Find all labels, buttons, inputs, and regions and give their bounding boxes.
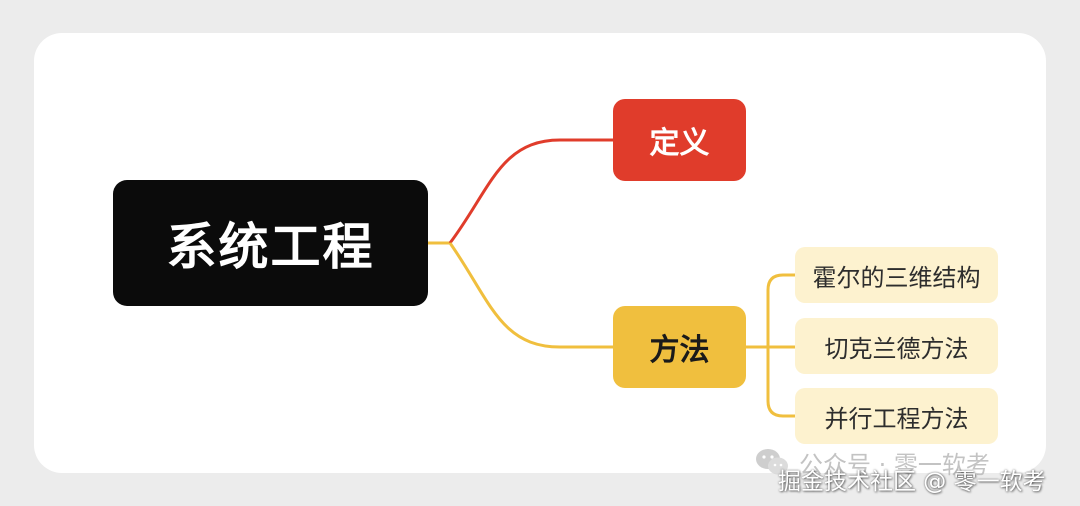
leaf-node-concurrent-engineering[interactable]: 并行工程方法 bbox=[795, 388, 998, 444]
watermark-platform: 掘金技术社区 @ 零一软考 bbox=[778, 462, 1046, 496]
connector-root-to-method bbox=[448, 242, 613, 349]
root-node[interactable]: 系统工程 bbox=[113, 180, 428, 306]
leaf-node-checkland[interactable]: 切克兰德方法 bbox=[795, 318, 998, 374]
connector-method-to-leaf-1 bbox=[766, 273, 795, 347]
connector-method-to-leaf-3 bbox=[766, 347, 795, 418]
watermark-platform-text: 掘金技术社区 @ 零一软考 bbox=[778, 469, 1046, 495]
wechat-icon bbox=[756, 449, 788, 475]
connector-root-to-definition bbox=[448, 138, 613, 244]
watermark-account: 公众号 · 零一软考 bbox=[755, 442, 990, 482]
branch-node-method[interactable]: 方法 bbox=[613, 306, 746, 388]
branch-node-definition[interactable]: 定义 bbox=[613, 99, 746, 181]
watermark-account-text: 公众号 · 零一软考 bbox=[799, 450, 990, 479]
leaf-node-hall-3d[interactable]: 霍尔的三维结构 bbox=[795, 247, 998, 303]
